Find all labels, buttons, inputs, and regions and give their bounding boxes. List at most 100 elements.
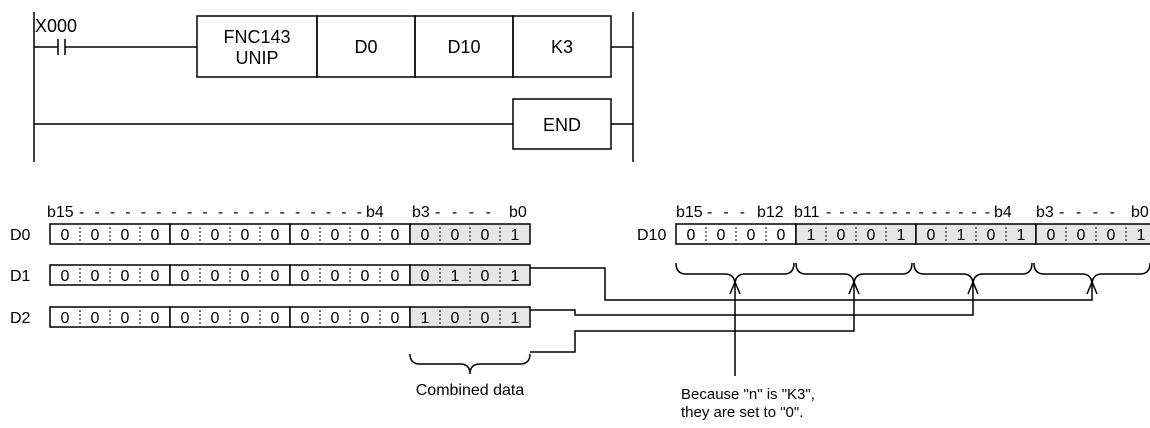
header-b15: b15 <box>47 204 74 221</box>
combined-data-label: Combined data <box>416 382 525 399</box>
bit-cell: 1 <box>511 310 520 327</box>
instruction-mnemonic: UNIP <box>235 48 278 68</box>
bit-cell: 1 <box>511 268 520 285</box>
connector-d1-to-second-nibble <box>530 282 974 316</box>
bit-cell: 0 <box>151 268 160 285</box>
bit-cell: 0 <box>331 268 340 285</box>
destination-nibble-braces <box>675 262 1150 286</box>
bit-cell: 0 <box>301 310 310 327</box>
bit-cell: 0 <box>91 227 100 244</box>
register-label: D1 <box>10 268 31 285</box>
bit-cell: 0 <box>271 310 280 327</box>
bit-cell: 0 <box>271 227 280 244</box>
bit-cell: 0 <box>151 310 160 327</box>
bit-cell: 0 <box>451 227 460 244</box>
bit-cell: 0 <box>91 268 100 285</box>
bit-cell: 0 <box>241 268 250 285</box>
header-dashes-long: ------------------- <box>79 204 362 221</box>
bit-cell: 0 <box>867 227 876 244</box>
bit-cell: 0 <box>241 310 250 327</box>
combined-data-brace <box>409 353 531 375</box>
bit-cell: 0 <box>361 268 370 285</box>
header-dashes-short: ---- <box>435 204 491 221</box>
operand-d: D10 <box>447 37 480 57</box>
bit-cell: 0 <box>211 310 220 327</box>
arrowhead-d0 <box>1086 280 1098 295</box>
bit-cell: 1 <box>897 227 906 244</box>
dest-header-dashes-b: ------------- <box>826 204 990 221</box>
operand-s: D0 <box>354 37 377 57</box>
instruction-code: FNC143 <box>223 27 290 47</box>
bit-cell: 0 <box>271 268 280 285</box>
bit-cell: 0 <box>331 227 340 244</box>
bit-cell: 1 <box>451 268 460 285</box>
header-b4: b4 <box>366 204 384 221</box>
ladder-program: X000 FNC143 UNIP D0 D10 K3 END <box>33 12 634 162</box>
bit-cell: 0 <box>211 227 220 244</box>
register-label: D0 <box>10 227 31 244</box>
bit-cell: 0 <box>391 310 400 327</box>
dest-header-b11: b11 <box>794 204 820 221</box>
bit-cell: 0 <box>241 227 250 244</box>
bit-cell: 0 <box>301 227 310 244</box>
bit-cell: 0 <box>391 227 400 244</box>
bit-cell: 0 <box>121 227 130 244</box>
bit-cell: 0 <box>777 227 786 244</box>
bit-cell: 0 <box>687 227 696 244</box>
register-label: D2 <box>10 310 31 327</box>
nibble-box <box>1035 223 1150 245</box>
arrowhead-zero-fill <box>729 280 741 295</box>
bit-cell: 0 <box>451 310 460 327</box>
bit-cell: 0 <box>1047 227 1056 244</box>
bit-cell: 0 <box>421 227 430 244</box>
dest-header-b4: b4 <box>994 204 1012 221</box>
bit-cell: 0 <box>181 310 190 327</box>
bit-cell: 0 <box>91 310 100 327</box>
bit-cell: 0 <box>61 310 70 327</box>
dest-header-b3: b3 <box>1036 204 1054 221</box>
bit-cell: 1 <box>1137 227 1146 244</box>
bit-cell: 0 <box>121 310 130 327</box>
connector-d0-to-low-nibble <box>530 267 1093 301</box>
bit-cell: 0 <box>121 268 130 285</box>
bit-cell: 0 <box>717 227 726 244</box>
bit-cell: 0 <box>837 227 846 244</box>
bit-cell: 0 <box>747 227 756 244</box>
zero-fill-note-line1: Because "n" is "K3", <box>681 386 815 403</box>
zero-fill-annotation: Because "n" is "K3", they are set to "0"… <box>681 386 815 421</box>
bit-cell: 0 <box>361 310 370 327</box>
bit-cell: 0 <box>151 227 160 244</box>
bit-cell: 0 <box>987 227 996 244</box>
source-bit-header: b15 ------------------- b4 b3 ---- b0 <box>47 204 527 221</box>
bit-cell: 1 <box>1017 227 1026 244</box>
zero-fill-note-line2: they are set to "0". <box>681 404 803 421</box>
bit-cell: 0 <box>421 268 430 285</box>
bit-cell: 0 <box>211 268 220 285</box>
arrowhead-d1 <box>967 280 979 295</box>
bit-cell: 0 <box>1107 227 1116 244</box>
bit-cell: 0 <box>61 268 70 285</box>
dest-header-b0: b0 <box>1131 204 1149 221</box>
destination-register: D10 0 0 0 0 1 0 0 1 0 1 0 1 0 0 0 1 <box>637 223 1150 245</box>
arrowhead-d2 <box>848 280 860 295</box>
bit-cell: 1 <box>957 227 966 244</box>
bit-cell: 0 <box>361 227 370 244</box>
header-b0: b0 <box>509 204 527 221</box>
contact-label: X000 <box>35 16 77 36</box>
combined-data-annotation: Combined data <box>409 353 531 399</box>
dest-header-b15: b15 <box>676 204 703 221</box>
end-instruction: END <box>543 115 581 135</box>
register-label: D10 <box>637 227 666 244</box>
bit-cell: 0 <box>481 310 490 327</box>
bit-cell: 1 <box>511 227 520 244</box>
dest-header-dashes-a: --- <box>707 204 745 221</box>
bit-cell: 1 <box>807 227 816 244</box>
bit-cell: 0 <box>481 268 490 285</box>
destination-bit-header: b15 --- b12 b11 ------------- b4 b3 ----… <box>676 204 1149 221</box>
bit-cell: 0 <box>927 227 936 244</box>
bit-cell: 1 <box>421 310 430 327</box>
bit-cell: 0 <box>1077 227 1086 244</box>
transfer-connectors <box>530 267 1098 376</box>
dest-header-dashes-c: ---- <box>1059 204 1115 221</box>
